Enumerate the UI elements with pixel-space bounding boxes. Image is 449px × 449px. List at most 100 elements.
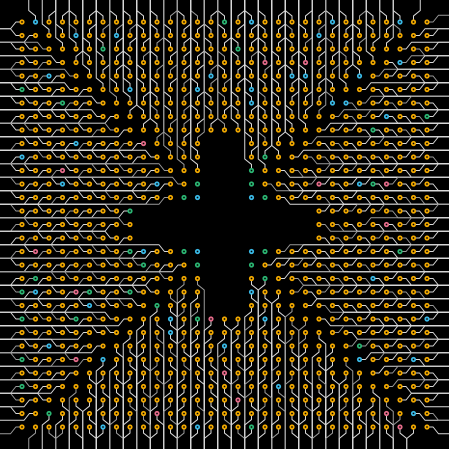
trace — [203, 0, 212, 36]
bga-pad — [73, 100, 79, 106]
bga-pad — [397, 424, 403, 430]
bga-pad — [59, 235, 66, 241]
bga-pad — [302, 383, 309, 390]
bga-pad — [46, 329, 52, 336]
bga-pad — [127, 59, 133, 66]
trace — [373, 284, 449, 293]
bga-pad — [194, 424, 201, 430]
trace — [298, 0, 306, 36]
trace — [332, 305, 449, 313]
trace — [149, 386, 158, 449]
trace — [0, 338, 36, 347]
bga-pad — [383, 208, 390, 214]
bga-pad — [356, 127, 363, 133]
bga-pad — [46, 181, 52, 187]
bga-pad — [262, 383, 268, 390]
bga-pad — [289, 100, 295, 106]
bga-pad — [289, 329, 295, 336]
trace — [392, 413, 401, 449]
bga-pad — [316, 167, 322, 174]
bga-pad — [410, 316, 417, 322]
bga-pad — [86, 424, 93, 430]
bga-pad — [59, 397, 66, 403]
bga-pad — [127, 181, 133, 187]
bga-pad — [370, 208, 376, 214]
trace — [89, 413, 97, 449]
bga-pad — [248, 383, 255, 390]
trace — [156, 0, 165, 49]
bga-pad — [329, 194, 336, 201]
bga-pad — [113, 113, 120, 120]
bga-pad — [86, 383, 93, 390]
trace — [82, 400, 90, 449]
trace — [122, 332, 131, 449]
bga-pad — [356, 302, 363, 309]
trace — [0, 68, 76, 77]
bga-pad — [424, 167, 430, 174]
trace — [0, 89, 63, 97]
bga-pad — [316, 19, 322, 25]
bga-pad — [181, 302, 187, 309]
bga-pad — [19, 221, 25, 228]
bga-pad — [316, 181, 322, 187]
bga-pad — [424, 410, 430, 417]
bga-pad — [181, 86, 187, 93]
bga-pad — [248, 100, 255, 106]
bga-pad — [140, 113, 147, 120]
trace — [0, 392, 49, 401]
bga-pad — [32, 383, 39, 390]
trace — [345, 0, 354, 36]
bga-pad — [73, 370, 79, 376]
bga-pad — [383, 73, 390, 79]
trace — [427, 284, 449, 293]
bga-pad — [316, 289, 322, 295]
trace — [427, 278, 449, 286]
bga-pad — [356, 262, 363, 268]
bga-pad — [424, 329, 430, 336]
trace — [0, 95, 22, 104]
trace — [392, 0, 401, 22]
bga-pad — [397, 383, 403, 390]
trace — [319, 251, 449, 259]
trace — [386, 379, 449, 387]
bga-pad — [370, 383, 376, 390]
trace — [413, 271, 449, 279]
bga-pad — [316, 235, 322, 241]
trace — [427, 28, 449, 36]
trace — [190, 427, 198, 449]
trace — [156, 413, 165, 449]
bga-pad — [316, 275, 322, 282]
bga-pad — [194, 32, 201, 39]
bga-pad — [343, 208, 349, 214]
trace — [332, 284, 449, 293]
trace — [345, 413, 354, 449]
bga-pad — [167, 397, 174, 403]
bga-pad — [424, 59, 430, 66]
trace — [0, 264, 63, 273]
trace — [230, 332, 239, 449]
trace — [0, 251, 22, 259]
bga-pad — [424, 208, 430, 214]
trace — [413, 372, 449, 381]
trace — [0, 217, 36, 225]
trace — [0, 116, 22, 124]
bga-pad — [100, 356, 106, 363]
bga-pad — [154, 140, 160, 147]
trace — [427, 163, 449, 171]
bga-pad — [167, 302, 174, 309]
bga-pad — [370, 167, 376, 174]
bga-pad — [73, 302, 79, 309]
trace — [68, 413, 77, 449]
trace — [298, 319, 306, 449]
bga-pad — [46, 316, 52, 322]
bga-pad — [19, 154, 25, 160]
bga-pad — [181, 316, 187, 322]
trace — [413, 116, 449, 124]
trace — [0, 35, 36, 43]
trace — [0, 271, 63, 279]
bga-pad — [235, 86, 241, 93]
bga-pad — [275, 113, 282, 120]
trace — [427, 197, 449, 205]
bga-pad — [316, 410, 322, 417]
bga-pad — [167, 86, 174, 93]
